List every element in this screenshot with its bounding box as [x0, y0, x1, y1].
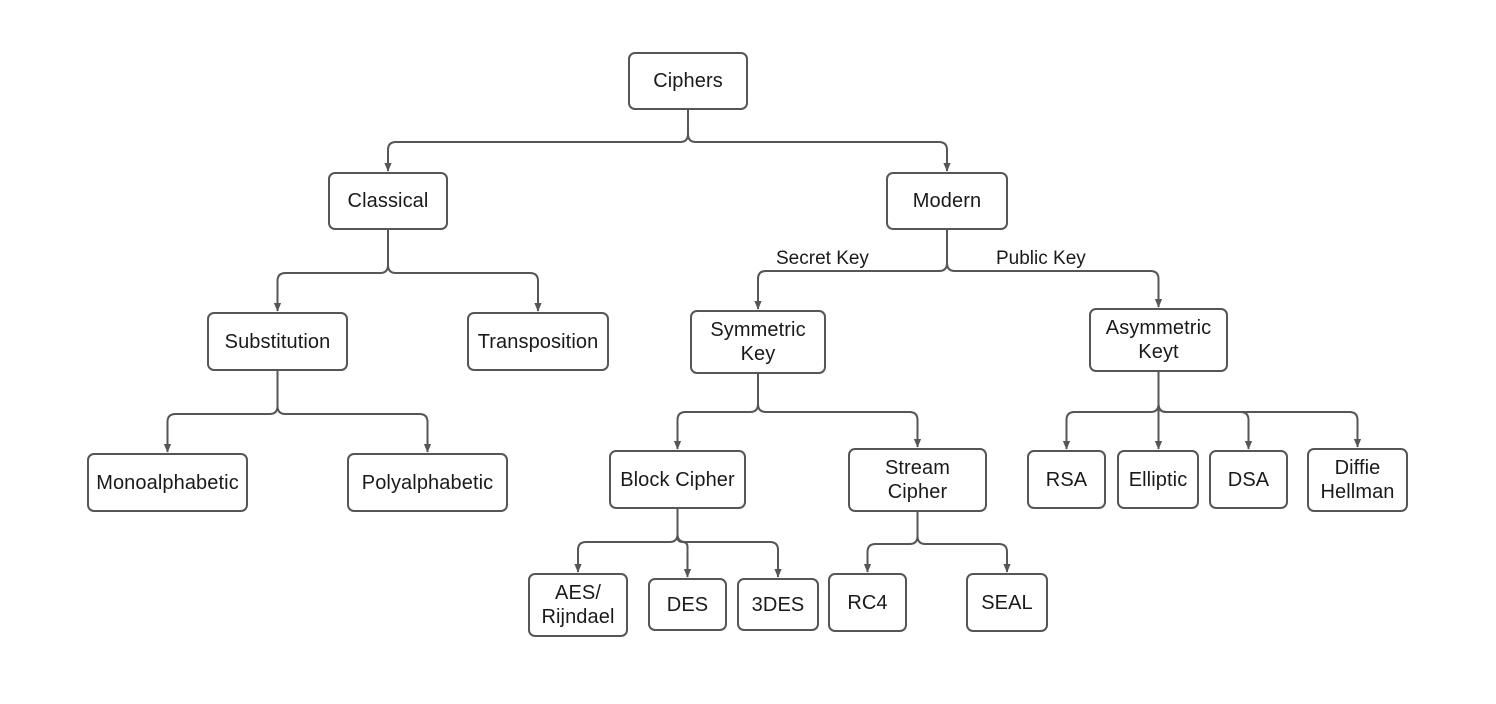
node-rsa[interactable]: RSA — [1027, 450, 1106, 509]
edge-ciphers-to-modern — [687, 110, 951, 172]
node-aes-rijndael[interactable]: AES/ Rijndael — [528, 573, 628, 637]
edge-stream-cipher-to-rc4 — [863, 512, 919, 573]
node-polyalphabetic[interactable]: Polyalphabetic — [347, 453, 508, 512]
edge-symmetric-key-to-stream-cipher — [757, 374, 922, 448]
edge-label-secret-key: Secret Key — [773, 248, 872, 270]
edge-stream-cipher-to-seal — [916, 512, 1011, 573]
node-3des[interactable]: 3DES — [737, 578, 819, 631]
node-symmetric-key[interactable]: Symmetric Key — [690, 310, 826, 374]
node-modern[interactable]: Modern — [886, 172, 1008, 230]
edge-classical-to-transposition — [387, 230, 542, 312]
node-dsa[interactable]: DSA — [1209, 450, 1288, 509]
edge-symmetric-key-to-block-cipher — [673, 374, 759, 450]
node-stream-cipher[interactable]: Stream Cipher — [848, 448, 987, 512]
edge-label-public-key: Public Key — [993, 248, 1089, 270]
edge-block-cipher-to-3des — [676, 509, 782, 578]
node-transposition[interactable]: Transposition — [467, 312, 609, 371]
edge-substitution-to-polyalphabetic — [276, 371, 432, 453]
edge-classical-to-substitution — [273, 230, 389, 312]
node-block-cipher[interactable]: Block Cipher — [609, 450, 746, 509]
node-diffie-hellman[interactable]: Diffie Hellman — [1307, 448, 1408, 512]
edge-block-cipher-to-aes-rijndael — [574, 509, 679, 573]
edge-asymmetric-key-to-diffie-hellman — [1157, 372, 1362, 448]
node-elliptic[interactable]: Elliptic — [1117, 450, 1199, 509]
node-monoalphabetic[interactable]: Monoalphabetic — [87, 453, 248, 512]
edge-asymmetric-key-to-rsa — [1062, 372, 1160, 450]
node-seal[interactable]: SEAL — [966, 573, 1048, 632]
node-des[interactable]: DES — [648, 578, 727, 631]
edge-substitution-to-monoalphabetic — [163, 371, 279, 453]
edge-ciphers-to-classical — [384, 110, 689, 172]
node-classical[interactable]: Classical — [328, 172, 448, 230]
node-rc4[interactable]: RC4 — [828, 573, 907, 632]
node-substitution[interactable]: Substitution — [207, 312, 348, 371]
edge-asymmetric-key-to-dsa — [1157, 372, 1253, 450]
edge-modern-to-asymmetric-key — [946, 230, 1163, 308]
node-ciphers[interactable]: Ciphers — [628, 52, 748, 110]
node-asymmetric-key[interactable]: Asymmetric Keyt — [1089, 308, 1228, 372]
